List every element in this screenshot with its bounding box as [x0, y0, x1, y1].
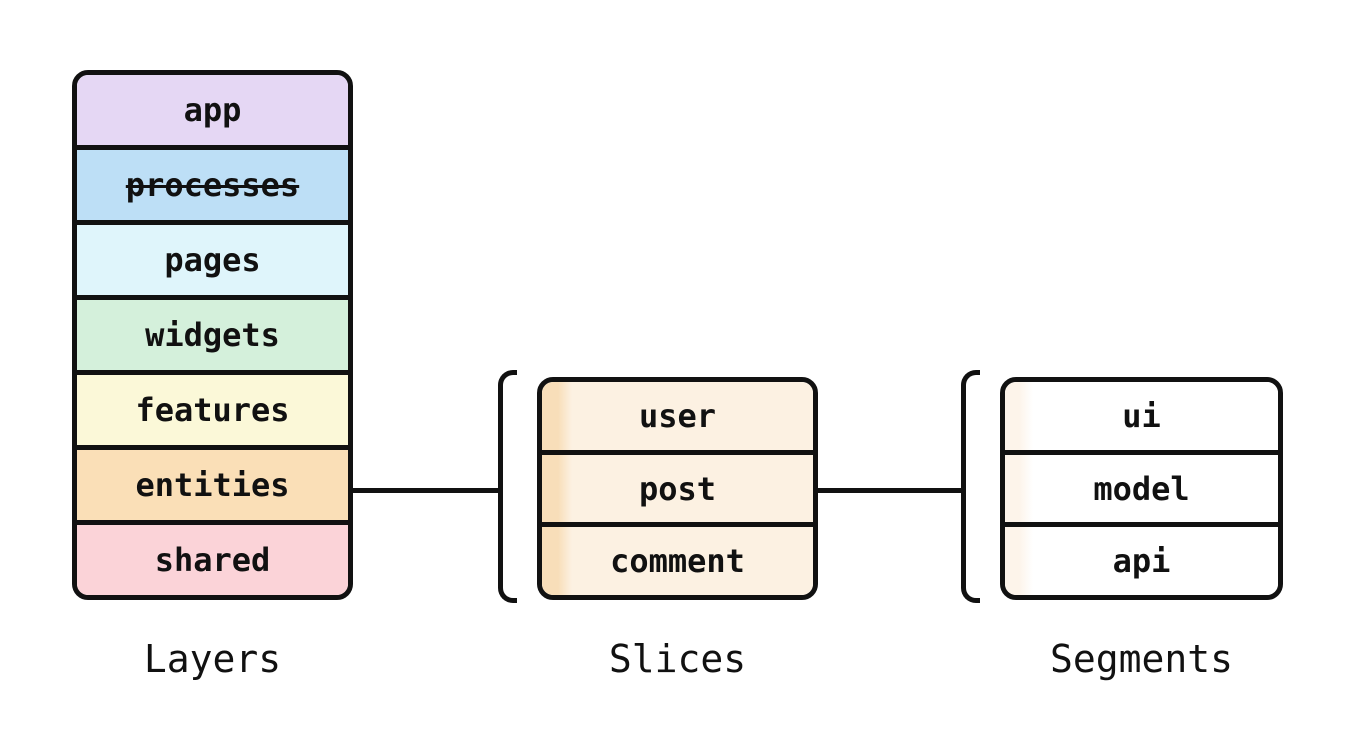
slices-caption: Slices: [608, 637, 747, 681]
segment-row-ui: ui: [1005, 382, 1278, 450]
slice-row-user: user: [542, 382, 813, 450]
layer-label-app: app: [183, 91, 242, 129]
slices-box: user post comment: [537, 377, 818, 600]
layer-label-processes: processes: [125, 166, 300, 204]
slice-row-post: post: [542, 449, 813, 523]
slice-row-comment: comment: [542, 522, 813, 595]
segments-bracket: [961, 370, 980, 603]
segment-row-model: model: [1005, 449, 1278, 523]
layer-row-processes: processes: [77, 145, 348, 220]
layer-label-entities: entities: [135, 466, 290, 504]
layer-row-shared: shared: [77, 520, 348, 595]
segment-label-ui: ui: [1122, 396, 1161, 435]
segments-caption: Segments: [1049, 637, 1234, 681]
layer-label-widgets: widgets: [145, 316, 280, 354]
layer-row-widgets: widgets: [77, 295, 348, 370]
layer-row-features: features: [77, 370, 348, 445]
slice-label-post: post: [638, 469, 717, 508]
slices-bracket: [498, 370, 517, 603]
layer-label-shared: shared: [154, 541, 271, 579]
segment-label-api: api: [1112, 542, 1171, 581]
layer-row-pages: pages: [77, 220, 348, 295]
layer-label-pages: pages: [164, 241, 261, 279]
connector-slices-to-segments: [818, 488, 961, 493]
layer-row-entities: entities: [77, 445, 348, 520]
segment-row-api: api: [1005, 522, 1278, 595]
slice-label-comment: comment: [610, 542, 745, 581]
slice-label-user: user: [638, 396, 717, 435]
connector-layers-to-slices: [353, 488, 498, 493]
layer-row-app: app: [77, 75, 348, 145]
segments-box: ui model api: [1000, 377, 1283, 600]
segment-label-model: model: [1093, 469, 1190, 508]
layers-caption: Layers: [143, 637, 282, 681]
layers-stack: app processes pages widgets features ent…: [72, 70, 353, 600]
layer-label-features: features: [135, 391, 290, 429]
